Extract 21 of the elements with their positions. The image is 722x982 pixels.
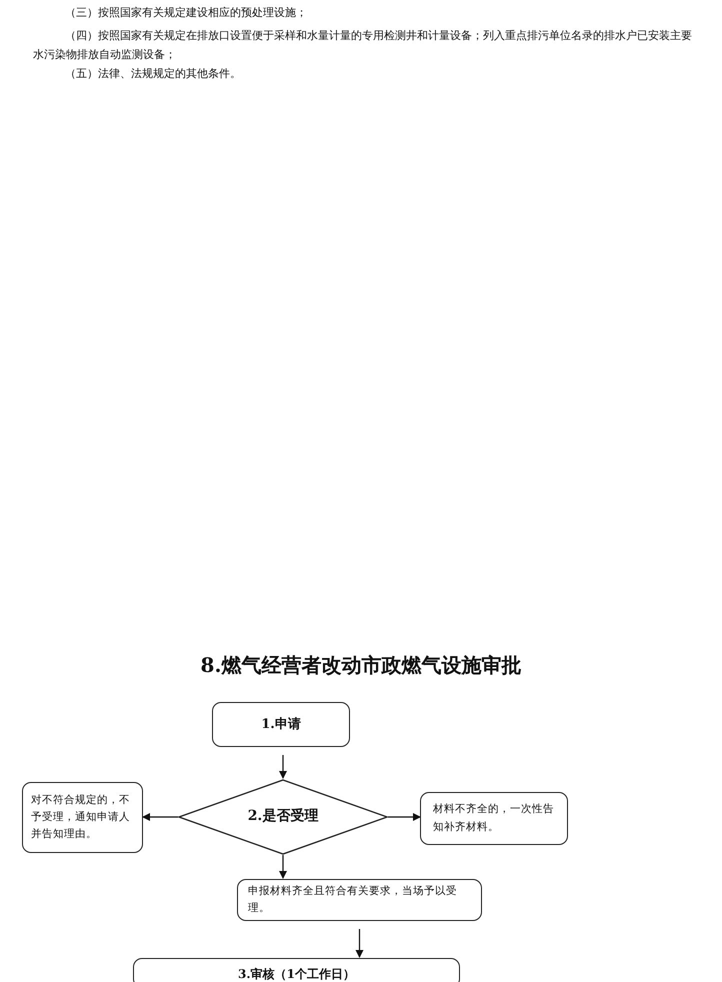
process-box	[212, 702, 350, 747]
node-text: 1.申请	[261, 716, 301, 734]
node-text: 3.审核（1个工作日）	[238, 966, 355, 982]
process-box	[420, 792, 568, 845]
paragraph: （四）按照国家有关规定在排放口设置便于采样和水量计量的专用检测井和计量设备；列入重点排污单位名录的排水户已安装主要水污染物排放自动监测设备；	[33, 28, 693, 63]
paragraph: （五）法律、法规规定的其他条件。	[64, 66, 242, 82]
arrow	[142, 813, 178, 821]
diagram-title: 8.燃气经营者改动市政燃气设施审批	[200, 652, 522, 679]
node-text: 材料不齐全的，一次性告知补齐材料。	[433, 802, 555, 834]
node-text: 2.是否受理	[248, 807, 318, 826]
process-box	[237, 879, 482, 921]
node-text: 申报材料齐全且符合有关要求，当场予以受理。	[248, 884, 458, 916]
process-box	[22, 782, 143, 853]
arrow	[356, 929, 364, 958]
arrow	[279, 755, 287, 779]
arrow	[388, 813, 421, 821]
process-box	[133, 958, 460, 982]
node-text: 对不符合规定的，不予受理，通知申请人并告知理由。	[31, 792, 131, 842]
arrow	[279, 855, 287, 879]
paragraph: （三）按照国家有关规定建设相应的预处理设施；	[64, 5, 308, 21]
decision-diamond	[178, 779, 388, 855]
